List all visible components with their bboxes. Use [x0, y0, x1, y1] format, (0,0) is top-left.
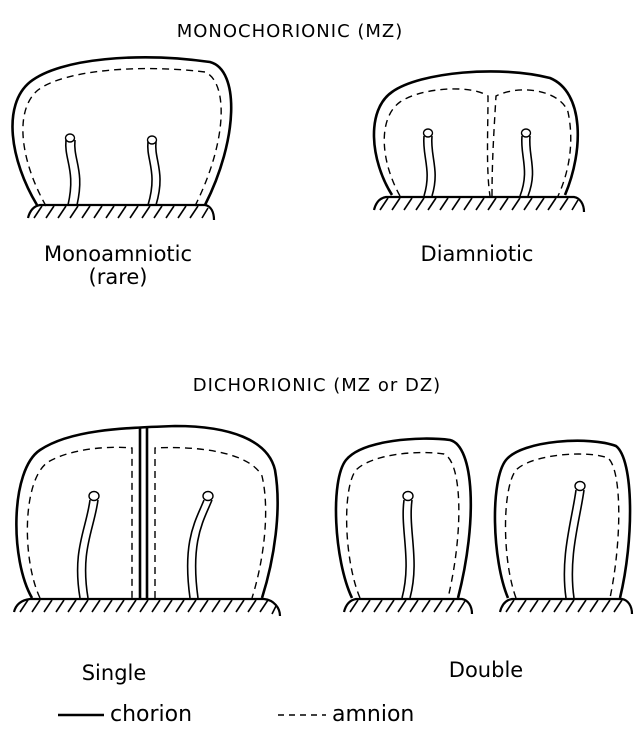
single-cords: [78, 492, 213, 599]
monoamniotic-chorion: [12, 57, 231, 205]
monoamniotic-diagram: [12, 57, 231, 220]
single-label: Single: [82, 661, 147, 685]
monoamniotic-note: (rare): [89, 265, 148, 289]
double-amnion-right: [506, 454, 619, 598]
single-uterine-wall: [14, 599, 280, 616]
monoamniotic-label: Monoamniotic: [44, 242, 192, 266]
legend-chorion-label: chorion: [110, 702, 192, 727]
legend-amnion-label: amnion: [332, 702, 414, 727]
monoamniotic-uterine-wall: [28, 205, 214, 220]
legend: chorion amnion: [58, 702, 414, 727]
dichorionic-header: DICHORIONIC (MZ or DZ): [193, 375, 441, 396]
diamniotic-diagram: [374, 71, 584, 212]
double-diagram-left: [336, 439, 472, 614]
diamniotic-chorion: [374, 71, 578, 195]
diamniotic-label: Diamniotic: [421, 242, 534, 266]
double-diagram-right: [495, 441, 632, 614]
diamniotic-amnion-left: [384, 89, 490, 196]
diamniotic-uterine-wall: [374, 197, 584, 212]
single-amnion-right: [155, 448, 266, 598]
single-diagram: [14, 426, 280, 616]
double-chorion-right: [495, 441, 630, 598]
monoamniotic-cords: [66, 134, 161, 205]
single-amnion-left: [27, 447, 132, 598]
monoamniotic-amnion: [23, 69, 221, 206]
double-label: Double: [449, 658, 523, 682]
monochorionic-header: MONOCHORIONIC (MZ): [177, 21, 404, 42]
diamniotic-cords: [424, 129, 533, 196]
double-amnion-left: [347, 453, 459, 598]
